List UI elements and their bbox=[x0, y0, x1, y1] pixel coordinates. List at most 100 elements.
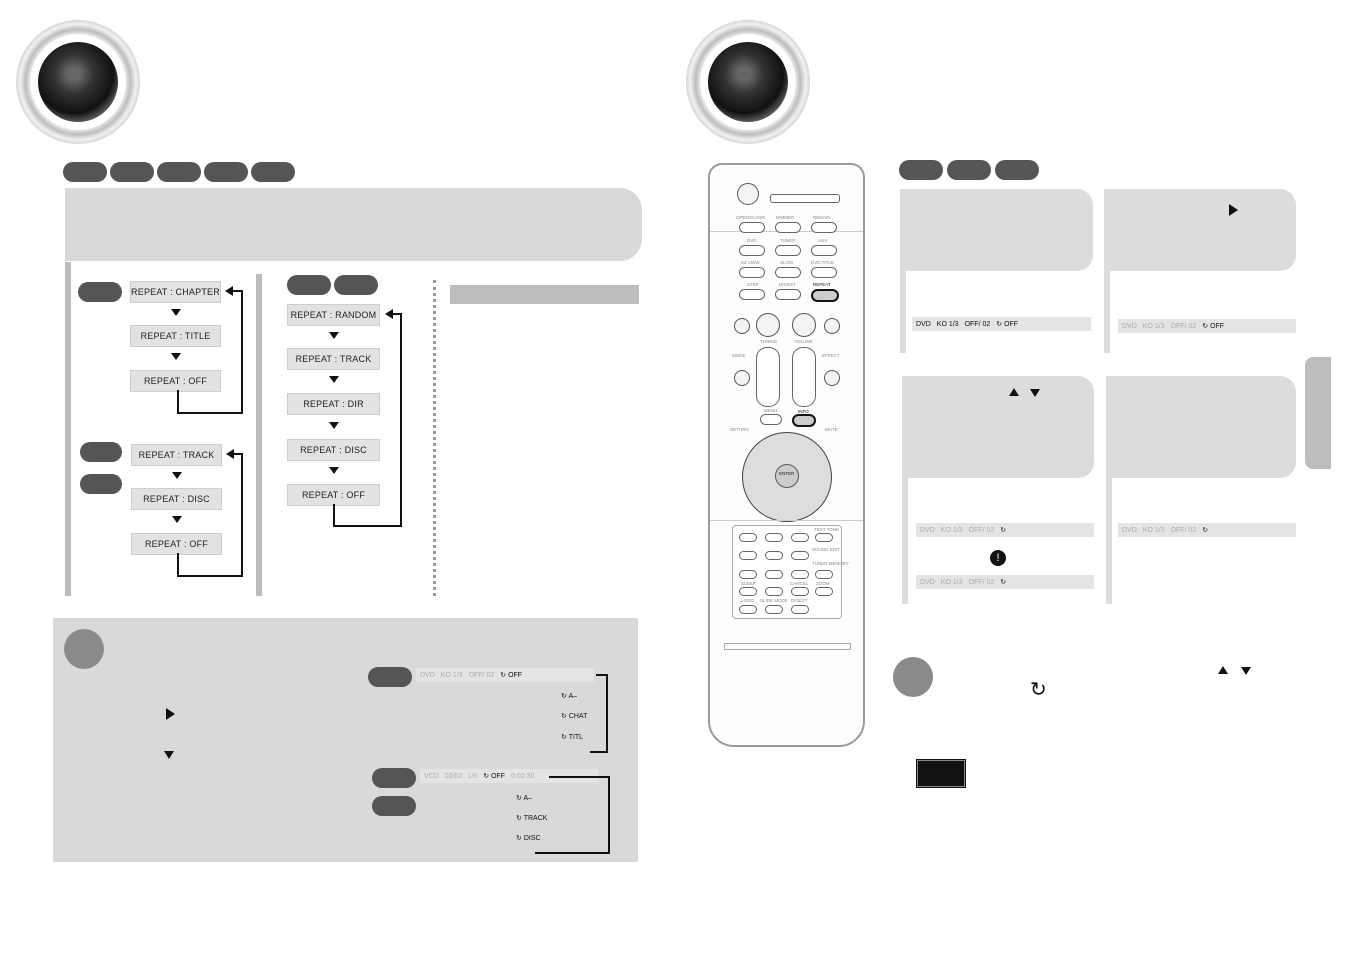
up-icon bbox=[1218, 666, 1228, 674]
volume-rocker[interactable] bbox=[792, 347, 816, 407]
repeat-icon: ↻ bbox=[1030, 679, 1047, 701]
key-1[interactable] bbox=[739, 533, 757, 542]
column-divider bbox=[256, 274, 262, 596]
down-arrow-icon bbox=[172, 472, 182, 479]
logo-button[interactable] bbox=[739, 605, 757, 614]
tuner-memory-button[interactable] bbox=[815, 570, 833, 579]
remote-control: OPEN/CLOSE DIMMER REMAIN DVD TUNER AUX E… bbox=[708, 163, 865, 747]
repeat-mode-box: REPEAT : TRACK bbox=[131, 444, 222, 466]
key-7[interactable] bbox=[739, 570, 757, 579]
play-icon bbox=[166, 708, 175, 720]
repeat-mode-box: REPEAT : TITLE bbox=[130, 325, 221, 347]
key-3[interactable] bbox=[791, 533, 809, 542]
repeat-mode-box: REPEAT : CHAPTER bbox=[130, 281, 221, 303]
dotted-divider bbox=[433, 280, 436, 596]
ab-option: ↻ A– bbox=[561, 693, 577, 700]
digest-button[interactable] bbox=[775, 289, 801, 300]
step-panel-4 bbox=[1106, 376, 1296, 478]
repeat-mode-box: REPEAT : DISC bbox=[131, 488, 222, 510]
test-tone-button[interactable] bbox=[815, 533, 833, 542]
menu-button[interactable] bbox=[760, 414, 782, 425]
note-header-bar bbox=[450, 285, 639, 304]
repeat-mode-box: REPEAT : TRACK bbox=[287, 348, 380, 370]
zoom-button[interactable] bbox=[815, 587, 833, 596]
osd-bar-dvd: DVD KO 1/3 OFF/ 02 ↻ OFF bbox=[416, 668, 594, 682]
ez-view-button[interactable] bbox=[739, 267, 765, 278]
osd-bar-vcd: VCD 02/02 LR ↻ OFF 0:02:30 bbox=[420, 769, 598, 783]
cycle-arrow-icon bbox=[225, 286, 233, 296]
ab-option: ↻ TRACK bbox=[516, 815, 548, 822]
open-close-button[interactable] bbox=[739, 222, 765, 233]
ab-repeat-panel bbox=[53, 618, 638, 862]
info-button[interactable] bbox=[792, 414, 816, 427]
disc-pill bbox=[80, 474, 122, 494]
slide-mode-button[interactable] bbox=[765, 605, 783, 614]
slow-button[interactable] bbox=[775, 267, 801, 278]
disc-pill bbox=[372, 768, 416, 788]
tuner-band-button[interactable] bbox=[775, 245, 801, 256]
disc-pill bbox=[334, 275, 378, 295]
key-0[interactable] bbox=[765, 587, 783, 596]
dvd-button[interactable] bbox=[739, 245, 765, 256]
down-arrow-icon bbox=[329, 467, 339, 474]
step-button[interactable] bbox=[739, 289, 765, 300]
key-2[interactable] bbox=[765, 533, 783, 542]
cancel-button[interactable] bbox=[791, 587, 809, 596]
key-8[interactable] bbox=[765, 570, 783, 579]
down-arrow-icon bbox=[329, 422, 339, 429]
instruction-banner bbox=[65, 188, 642, 261]
mode-button[interactable] bbox=[734, 370, 750, 386]
up-icon bbox=[1009, 388, 1019, 396]
digest-button-2[interactable] bbox=[791, 605, 809, 614]
effect-button[interactable] bbox=[824, 370, 840, 386]
play-pause-button[interactable] bbox=[792, 313, 816, 337]
skip-back-button[interactable] bbox=[734, 318, 750, 334]
note-badge bbox=[916, 759, 966, 788]
down-icon bbox=[1241, 667, 1251, 675]
display-window bbox=[770, 194, 840, 203]
speaker-graphic-right bbox=[686, 20, 810, 144]
repeat-button[interactable] bbox=[811, 289, 839, 302]
ab-option: ↻ DISC bbox=[516, 835, 541, 842]
disc-pill bbox=[372, 796, 416, 816]
skip-forward-button[interactable] bbox=[824, 318, 840, 334]
play-icon bbox=[1229, 204, 1238, 216]
repeat-mode-box: REPEAT : OFF bbox=[130, 370, 221, 392]
down-arrow-icon bbox=[171, 309, 181, 316]
repeat-mode-box: REPEAT : DIR bbox=[287, 393, 380, 415]
key-5[interactable] bbox=[765, 551, 783, 560]
cycle-arrow-icon bbox=[385, 309, 393, 319]
stop-button[interactable] bbox=[756, 313, 780, 337]
down-icon bbox=[1030, 389, 1040, 397]
speaker-graphic-left bbox=[16, 20, 140, 144]
dvd-title-button[interactable] bbox=[811, 267, 837, 278]
enter-button[interactable] bbox=[775, 464, 799, 488]
key-9[interactable] bbox=[791, 570, 809, 579]
ab-option: ↻ A– bbox=[516, 795, 532, 802]
disc-pill bbox=[78, 282, 122, 302]
key-4[interactable] bbox=[739, 551, 757, 560]
dimmer-button[interactable] bbox=[775, 222, 801, 233]
repeat-mode-box: REPEAT : OFF bbox=[131, 533, 222, 555]
repeat-mode-box: REPEAT : RANDOM bbox=[287, 304, 380, 326]
side-tab bbox=[1305, 357, 1331, 469]
sleep-button[interactable] bbox=[739, 587, 757, 596]
disc-pill bbox=[80, 442, 122, 462]
remain-button[interactable] bbox=[811, 222, 837, 233]
step-number-circle bbox=[893, 657, 933, 697]
aux-button[interactable] bbox=[811, 245, 837, 256]
tuning-rocker[interactable] bbox=[756, 347, 780, 407]
down-circle-icon: ! bbox=[990, 550, 1006, 566]
down-arrow-icon bbox=[172, 516, 182, 523]
column-divider bbox=[65, 262, 71, 596]
key-6[interactable] bbox=[791, 551, 809, 560]
step-panel-1 bbox=[900, 189, 1093, 271]
cycle-arrow-icon bbox=[226, 449, 234, 459]
repeat-mode-box: REPEAT : DISC bbox=[287, 439, 380, 461]
power-button[interactable] bbox=[737, 183, 759, 205]
